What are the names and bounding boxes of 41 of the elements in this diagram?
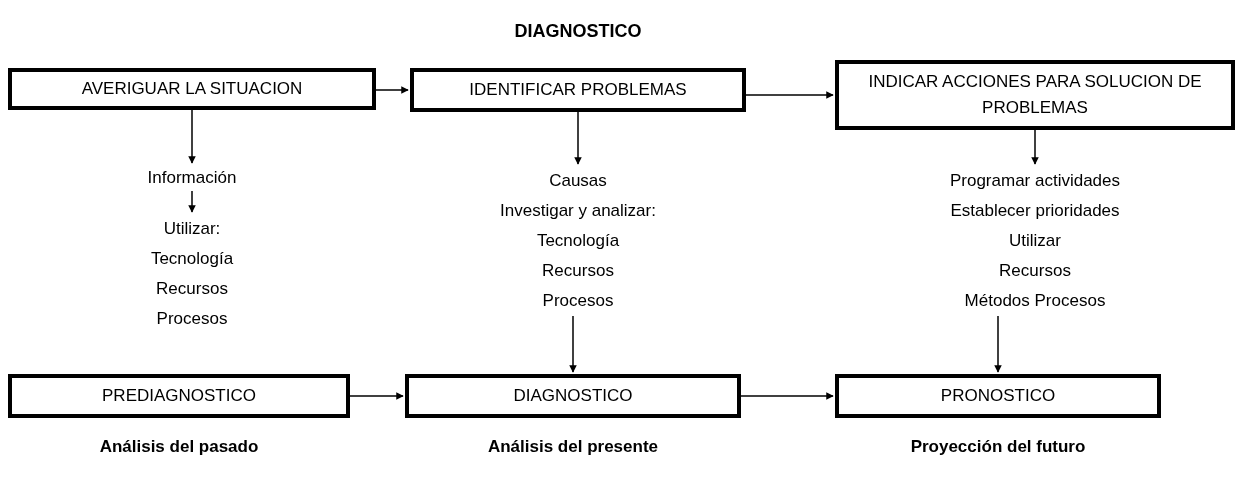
arrow — [745, 91, 834, 99]
node-text: Causas — [549, 170, 607, 192]
node-caption: Análisis del pasado — [98, 436, 260, 458]
node-caption: Proyección del futuro — [909, 436, 1087, 458]
node-text: Información — [147, 167, 237, 189]
arrow — [188, 190, 196, 213]
arrow — [994, 315, 1002, 373]
process-box — [8, 68, 376, 110]
node-text: Recursos — [156, 278, 228, 300]
arrow — [1031, 129, 1039, 165]
arrow — [349, 392, 404, 400]
node-text: DIAGNOSTICO — [513, 385, 633, 407]
process-box — [835, 374, 1161, 418]
node-text: Programar actividades — [949, 170, 1121, 192]
node-text: Recursos — [999, 260, 1071, 282]
node-text: INDICAR ACCIONES PARA SOLUCION DE PROBLEMAS — [867, 71, 1203, 119]
process-box — [8, 374, 350, 418]
node-text: Utilizar: — [163, 218, 221, 240]
node-text: Recursos — [542, 260, 614, 282]
arrow — [375, 86, 409, 94]
node-caption: Análisis del presente — [486, 436, 660, 458]
node-text: Métodos Procesos — [964, 290, 1106, 312]
node-text: IDENTIFICAR PROBLEMAS — [469, 79, 687, 101]
node-text: PREDIAGNOSTICO — [102, 385, 256, 407]
process-box — [410, 68, 746, 112]
node-text: Procesos — [542, 290, 614, 312]
arrow — [569, 315, 577, 373]
node-text: Utilizar — [1009, 230, 1061, 252]
node-text: Tecnología — [150, 248, 234, 270]
node-text: Procesos — [156, 308, 228, 330]
arrow — [188, 109, 196, 164]
diagram-title: DIAGNOSTICO — [513, 20, 643, 43]
node-text: Establecer prioridades — [950, 200, 1120, 222]
node-text: AVERIGUAR LA SITUACION — [81, 78, 303, 100]
process-box — [405, 374, 741, 418]
arrow — [574, 111, 582, 165]
node-text: Tecnología — [536, 230, 620, 252]
node-text: PRONOSTICO — [940, 385, 1056, 407]
process-box — [835, 60, 1235, 130]
arrow — [740, 392, 834, 400]
node-text: Investigar y analizar: — [500, 200, 656, 222]
